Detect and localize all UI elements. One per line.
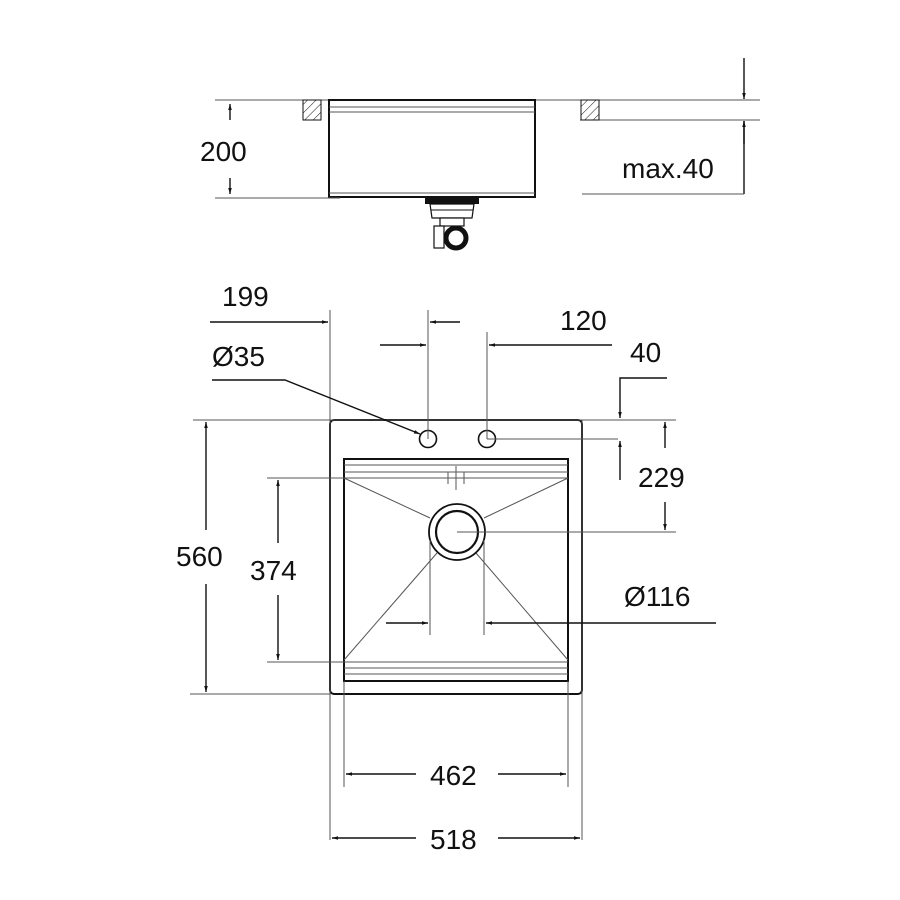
bowl-side-outline [328, 99, 536, 198]
drain-diameter-label: Ø116 [624, 581, 690, 612]
outer-depth-label: 560 [176, 541, 223, 572]
tap-diameter-label: Ø35 [212, 341, 265, 372]
tap-spacing-label: 120 [560, 305, 607, 336]
tap-offset-label: 199 [222, 281, 269, 312]
countertop-section-left [302, 99, 322, 121]
bowl-depth-label: 374 [250, 555, 297, 586]
side-height-label: 200 [200, 136, 247, 167]
tap-edge-offset-label: 40 [630, 337, 661, 368]
outer-width-label: 518 [430, 824, 477, 855]
bowl-outline [343, 458, 569, 682]
drain-offset-label: 229 [638, 462, 685, 493]
top-view: 199 120 40 Ø35 229 560 374 Ø116 462 [176, 281, 716, 855]
countertop-thickness-label: max.40 [622, 153, 714, 184]
countertop-section-right [580, 99, 600, 121]
bowl-width-label: 462 [430, 760, 477, 791]
drain-waste-icon [425, 198, 479, 251]
side-view: 200 max.40 [200, 58, 760, 251]
